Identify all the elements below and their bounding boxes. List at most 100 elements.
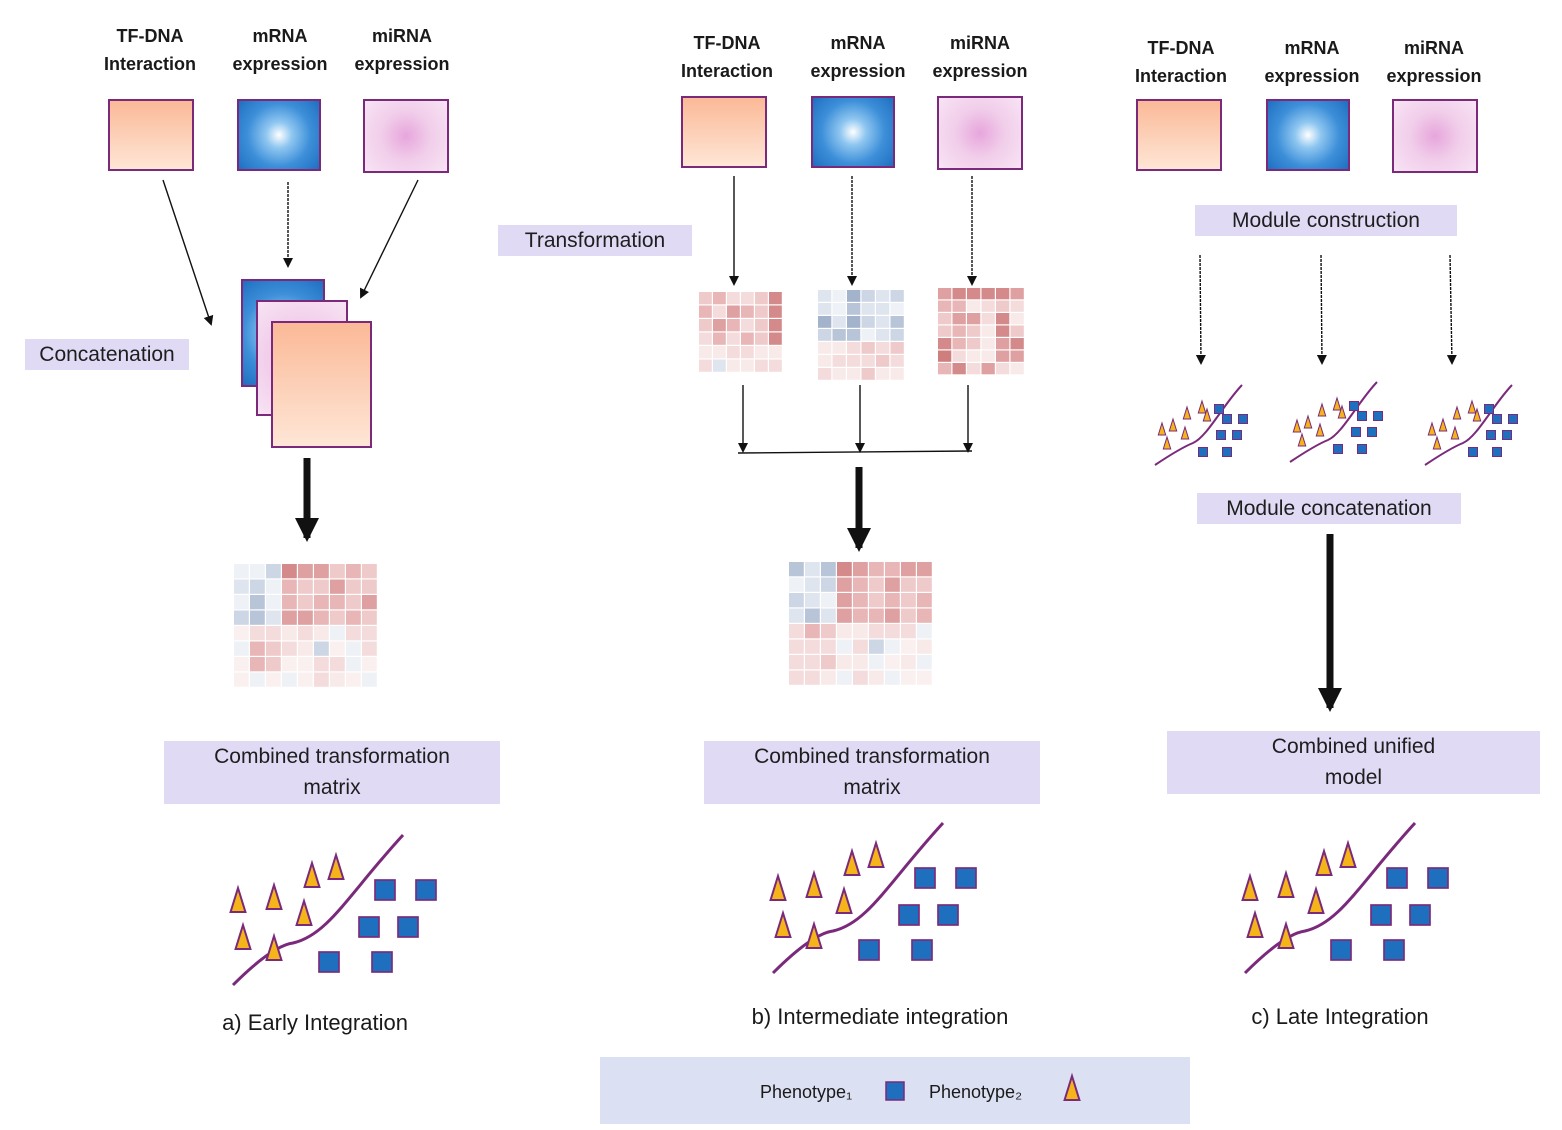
tf-box-a	[108, 99, 194, 171]
combined-matrix-label-a: Combined transformation matrix	[164, 741, 500, 804]
phenotype2-triangle	[1432, 435, 1442, 450]
phenotype2-triangle	[1162, 435, 1172, 450]
phenotype1-square	[1427, 867, 1449, 889]
header-mirna-b: miRNA expression	[932, 33, 1028, 81]
phenotype1-square	[1492, 447, 1502, 457]
tf-box-b	[681, 96, 767, 168]
module-scatter-mrna	[1289, 381, 1383, 463]
phenotype2-triangle	[1438, 417, 1448, 432]
header-mrna-b: mRNA expression	[810, 33, 906, 81]
phenotype1-square	[1508, 414, 1518, 424]
phenotype2-triangle	[835, 885, 853, 914]
tf-box-c	[1136, 99, 1222, 171]
scatter-late	[1241, 821, 1449, 975]
transformation-label: Transformation	[498, 225, 692, 256]
arrows-panel-b	[729, 176, 977, 552]
phenotype1-square	[955, 867, 977, 889]
caption-intermediate: b) Intermediate integration	[751, 1004, 1009, 1029]
legend-square-icon	[885, 1081, 905, 1101]
phenotype1-square	[1370, 904, 1392, 926]
caption-late: c) Late Integration	[1251, 1004, 1429, 1029]
mrna-box-c	[1266, 99, 1350, 171]
stack-tf	[271, 321, 372, 448]
phenotype1-square	[318, 951, 340, 973]
phenotype2-triangle	[1339, 839, 1357, 868]
phenotype1-square	[1330, 939, 1352, 961]
phenotype1-square	[415, 879, 437, 901]
phenotype2-triangle	[1157, 421, 1167, 436]
phenotype2-triangle	[303, 859, 321, 888]
phenotype2-triangle	[843, 847, 861, 876]
phenotype2-triangle	[769, 872, 787, 901]
mrna-box-b	[811, 96, 895, 168]
decision-boundary	[1424, 384, 1513, 466]
phenotype1-square	[1367, 427, 1377, 437]
header-mirna-c: miRNA expression	[1386, 38, 1482, 86]
arrows-panel-c	[1195, 254, 1457, 712]
concatenation-label: Concatenation	[25, 339, 189, 370]
phenotype2-triangle	[265, 932, 283, 961]
phenotype1-square	[1468, 447, 1478, 457]
phenotype2-triangle	[1467, 399, 1477, 414]
module-scatter-tf	[1154, 384, 1248, 466]
phenotype2-triangle	[1202, 407, 1212, 422]
phenotype1-square	[1238, 414, 1248, 424]
header-tf-a: TF-DNA Interaction	[103, 26, 196, 74]
module-concatenation-label: Module concatenation	[1197, 493, 1461, 524]
phenotype2-triangle	[1292, 418, 1302, 433]
decision-boundary	[771, 821, 945, 975]
mirna-box-a	[363, 99, 449, 173]
heatmap-mirna	[938, 288, 1024, 375]
header-tf-c: TF-DNA Interaction	[1134, 38, 1227, 86]
phenotype2-triangle	[1182, 405, 1192, 420]
caption-early: a) Early Integration	[222, 1010, 408, 1035]
phenotype1-square	[1198, 447, 1208, 457]
phenotype1-square	[371, 951, 393, 973]
combined-matrix-a	[234, 564, 377, 687]
mirna-box-c	[1392, 99, 1478, 173]
module-scatter-mirna	[1424, 384, 1518, 466]
phenotype1-square	[358, 916, 380, 938]
phenotype1-square	[914, 867, 936, 889]
combined-matrix-label-b: Combined transformation matrix	[704, 741, 1040, 804]
phenotype2-triangle	[1315, 422, 1325, 437]
phenotype2-triangle	[805, 920, 823, 949]
phenotype2-triangle	[1277, 869, 1295, 898]
phenotype2-triangle	[1246, 909, 1264, 938]
phenotype1-square	[1502, 430, 1512, 440]
phenotype1-square	[898, 904, 920, 926]
decision-boundary	[1154, 384, 1243, 466]
phenotype1-square	[1486, 430, 1496, 440]
phenotype1-square	[1357, 444, 1367, 454]
phenotype2-triangle	[1168, 417, 1178, 432]
phenotype1-square	[1484, 404, 1494, 414]
phenotype2-triangle	[234, 921, 252, 950]
decision-boundary	[1289, 381, 1378, 463]
mrna-box-a	[237, 99, 321, 171]
phenotype2-triangle	[1303, 414, 1313, 429]
mirna-box-b	[937, 96, 1023, 170]
phenotype1-square	[1232, 430, 1242, 440]
phenotype1-square	[1222, 414, 1232, 424]
phenotype2-triangle	[1180, 425, 1190, 440]
decision-boundary	[231, 833, 405, 987]
phenotype2-triangle	[1452, 405, 1462, 420]
legend-triangle-icon	[1063, 1072, 1081, 1101]
header-mirna-a: miRNA expression	[354, 26, 450, 74]
phenotype2-triangle	[265, 881, 283, 910]
header-mrna-a: mRNA expression	[232, 26, 328, 74]
phenotype1-square	[858, 939, 880, 961]
phenotype2-triangle	[1427, 421, 1437, 436]
module-construction-label: Module construction	[1195, 205, 1457, 236]
phenotype2-triangle	[1315, 847, 1333, 876]
phenotype2-triangle	[1241, 872, 1259, 901]
header-mrna-c: mRNA expression	[1264, 38, 1360, 86]
phenotype1-square	[397, 916, 419, 938]
phenotype1-square	[1492, 414, 1502, 424]
phenotype1-square	[911, 939, 933, 961]
phenotype1-square	[1357, 411, 1367, 421]
phenotype2-triangle	[1277, 920, 1295, 949]
phenotype1-square	[1351, 427, 1361, 437]
phenotype2-triangle	[1317, 402, 1327, 417]
scatter-modules	[229, 381, 1518, 987]
